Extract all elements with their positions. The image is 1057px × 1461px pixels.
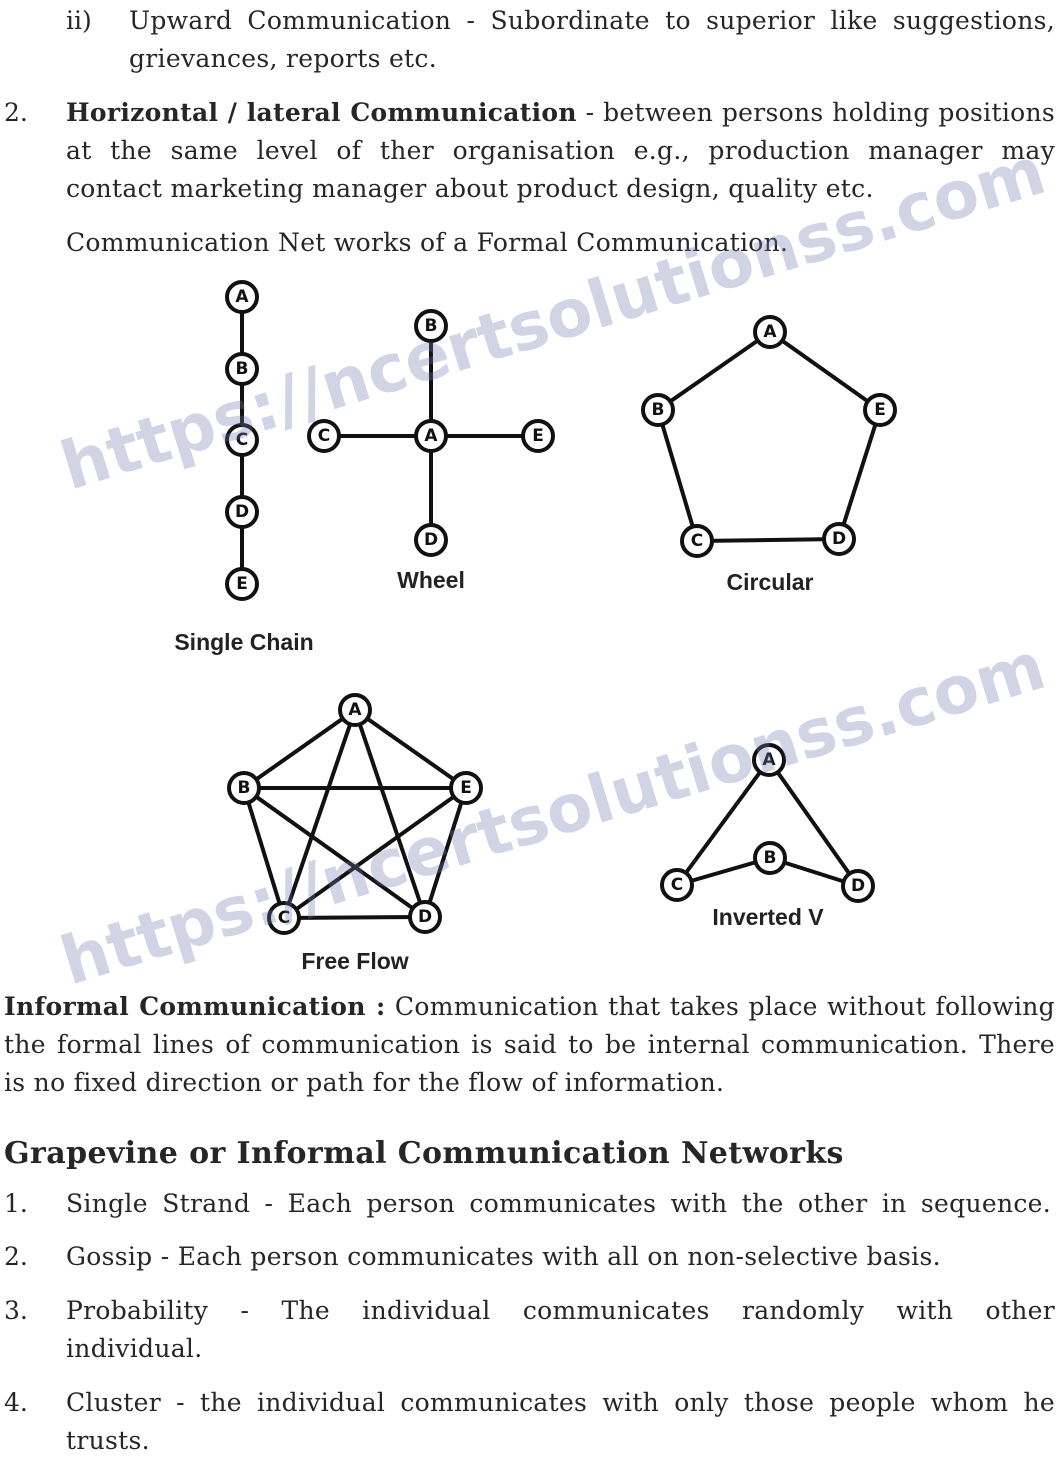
wheel-node-a: A bbox=[414, 419, 448, 453]
circular-node-b: B bbox=[641, 393, 675, 427]
svg-text:A: A bbox=[235, 287, 249, 307]
list-number: 1. bbox=[4, 1189, 28, 1218]
free-flow-node-c: C bbox=[267, 901, 301, 935]
svg-text:C: C bbox=[318, 426, 330, 446]
free-flow-edge bbox=[282, 709, 357, 919]
circular-node-a: A bbox=[753, 315, 787, 349]
inverted-v-node-c: C bbox=[660, 868, 694, 902]
svg-text:B: B bbox=[238, 778, 251, 798]
svg-text:C: C bbox=[691, 531, 703, 551]
informal-communication-line: is no fixed direction or path for the fl… bbox=[4, 1068, 725, 1097]
svg-text:D: D bbox=[851, 876, 865, 896]
svg-text:E: E bbox=[236, 574, 248, 594]
svg-text:E: E bbox=[874, 400, 886, 420]
free-flow-edge bbox=[282, 786, 468, 920]
list-item: Single Strand - Each person communicates… bbox=[66, 1189, 1051, 1218]
single-chain-caption: Single Chain bbox=[174, 629, 313, 655]
wheel-caption: Wheel bbox=[397, 567, 465, 593]
upward-communication-line: grievances, reports etc. bbox=[129, 44, 437, 73]
inverted-v-edge bbox=[767, 758, 860, 888]
list-number: 2. bbox=[4, 98, 28, 127]
single-chain-diagram: A B C D E Single Chain bbox=[174, 280, 314, 655]
svg-text:E: E bbox=[532, 426, 544, 446]
list-item-continuation: trusts. bbox=[66, 1426, 150, 1455]
svg-text:A: A bbox=[762, 750, 776, 770]
inverted-v-diagram: A B C D Inverted V bbox=[660, 743, 875, 930]
informal-communication-line: Informal Communication : Communication t… bbox=[4, 988, 1055, 1026]
definition-text: - between persons holding positions bbox=[576, 98, 1055, 127]
free-flow-node-d: D bbox=[408, 900, 442, 934]
circular-diagram: A B E C D Circular bbox=[641, 315, 897, 595]
list-item: Cluster - the individual communicates wi… bbox=[66, 1388, 1055, 1417]
svg-text:E: E bbox=[460, 778, 472, 798]
wheel-node-c: C bbox=[307, 419, 341, 453]
section-heading: Grapevine or Informal Communication Netw… bbox=[4, 1136, 844, 1171]
svg-text:D: D bbox=[832, 529, 846, 549]
list-marker: ii) bbox=[66, 6, 92, 35]
list-item-continuation: individual. bbox=[66, 1334, 203, 1363]
svg-text:B: B bbox=[764, 848, 777, 868]
networks-intro: Communication Net works of a Formal Comm… bbox=[66, 228, 789, 257]
svg-text:B: B bbox=[425, 316, 438, 336]
circular-node-c: C bbox=[680, 524, 714, 558]
inverted-v-edge bbox=[675, 758, 771, 887]
list-number: 4. bbox=[4, 1388, 28, 1417]
term-heading: Informal Communication : bbox=[4, 992, 386, 1021]
communication-networks-figure: A B C D E Single Chain B C A E D Wheel A… bbox=[52, 132, 1054, 1000]
free-flow-caption: Free Flow bbox=[301, 948, 408, 974]
svg-text:A: A bbox=[424, 426, 438, 446]
horizontal-communication-line: at the same level of ther organisation e… bbox=[66, 136, 1055, 165]
wheel-diagram: B C A E D Wheel bbox=[307, 309, 555, 593]
informal-communication-line: the formal lines of communication is sai… bbox=[4, 1030, 1055, 1059]
circular-node-e: E bbox=[863, 393, 897, 427]
watermark: https://ncertsolutionss.com bbox=[52, 132, 1054, 505]
inverted-v-node-b: B bbox=[753, 841, 787, 875]
circular-node-d: D bbox=[822, 522, 856, 556]
horizontal-communication-line: Horizontal / lateral Communication - bet… bbox=[66, 94, 1055, 132]
list-number: 2. bbox=[4, 1242, 28, 1271]
horizontal-communication-line: contact marketing manager about product … bbox=[66, 174, 874, 203]
svg-text:C: C bbox=[236, 430, 248, 450]
svg-text:C: C bbox=[278, 908, 290, 928]
free-flow-edge bbox=[353, 709, 427, 918]
free-flow-outer-edge bbox=[241, 707, 469, 921]
free-flow-node-b: B bbox=[227, 771, 261, 805]
svg-text:A: A bbox=[348, 700, 362, 720]
wheel-node-e: E bbox=[521, 419, 555, 453]
single-chain-node-b: B bbox=[225, 352, 259, 386]
svg-text:C: C bbox=[671, 875, 683, 895]
inverted-v-caption: Inverted V bbox=[712, 904, 824, 930]
free-flow-edge bbox=[242, 786, 427, 919]
list-item: Probability - The individual communicate… bbox=[66, 1296, 1055, 1325]
upward-communication-line: Upward Communication - Subordinate to su… bbox=[129, 6, 1055, 35]
list-number: 3. bbox=[4, 1296, 28, 1325]
inverted-v-node-d: D bbox=[841, 869, 875, 903]
wheel-node-d: D bbox=[414, 523, 448, 557]
definition-text: Communication that takes place without f… bbox=[385, 992, 1055, 1021]
single-chain-node-d: D bbox=[225, 495, 259, 529]
free-flow-node-a: A bbox=[338, 693, 372, 727]
circular-edge bbox=[655, 329, 883, 544]
circular-caption: Circular bbox=[727, 569, 814, 595]
wheel-node-b: B bbox=[414, 309, 448, 343]
single-chain-node-e: E bbox=[225, 567, 259, 601]
svg-text:A: A bbox=[763, 322, 777, 342]
svg-text:D: D bbox=[235, 502, 249, 522]
inverted-v-node-a: A bbox=[752, 743, 786, 777]
watermark: https://ncertsolutionss.com bbox=[52, 627, 1054, 1000]
list-item: Gossip - Each person communicates with a… bbox=[66, 1242, 941, 1271]
term-heading: Horizontal / lateral Communication bbox=[66, 98, 577, 127]
single-chain-node-c: C bbox=[225, 423, 259, 457]
free-flow-node-e: E bbox=[449, 771, 483, 805]
single-chain-node-a: A bbox=[225, 280, 259, 314]
svg-text:B: B bbox=[652, 400, 665, 420]
svg-text:B: B bbox=[236, 359, 249, 379]
svg-text:D: D bbox=[418, 907, 432, 927]
free-flow-diagram: A B E C D Free Flow bbox=[227, 693, 483, 974]
svg-text:D: D bbox=[424, 530, 438, 550]
